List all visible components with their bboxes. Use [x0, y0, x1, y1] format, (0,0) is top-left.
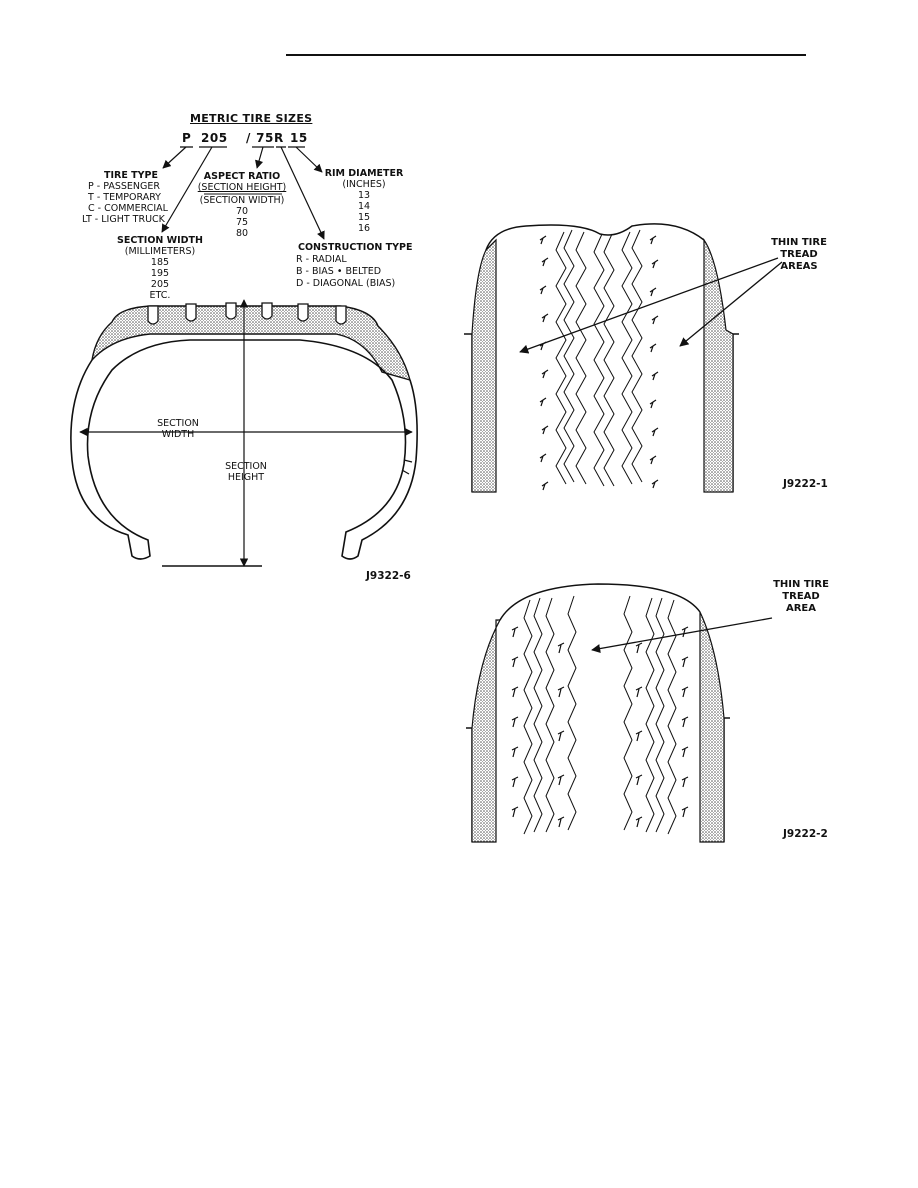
tread-band [90, 305, 411, 382]
code-ratio: 75 [256, 131, 274, 145]
code-rim: 15 [290, 131, 308, 145]
arrow-section-width [161, 146, 213, 233]
tread2-shoulder-left [471, 619, 502, 843]
construction-item: D - DIAGONAL (BIAS) [296, 278, 396, 289]
tire-casing [70, 339, 418, 560]
tread2-figure-id: J9222-2 [783, 828, 828, 840]
metric-title: METRIC TIRE SIZES [190, 112, 313, 125]
tread2-arrow [591, 617, 773, 654]
arrow-tire-type [162, 146, 187, 169]
aspect-ratio-denominator: (SECTION WIDTH) [199, 195, 285, 206]
metric-figure-id: J9322-6 [366, 570, 411, 582]
section-width-label-line: SECTION [157, 418, 199, 429]
aspect-ratio-numerator: (SECTION HEIGHT) [197, 182, 287, 193]
code-r: R [274, 131, 284, 145]
aspect-ratio-item: 70 [235, 206, 249, 217]
arrow-aspect-ratio [255, 146, 264, 169]
section-width-item: 185 [150, 257, 170, 268]
tread1-shoulder-left [471, 238, 497, 493]
tread1-label-line: AREAS [780, 261, 818, 272]
sidewall-marks [401, 459, 413, 475]
section-width-unit: (MILLIMETERS) [124, 246, 196, 257]
tread2-label-line: THIN TIRE [773, 579, 829, 590]
tire-type-item: LT - LIGHT TRUCK [82, 214, 165, 225]
tread1-figure-id: J9222-1 [783, 478, 828, 490]
section-width-item: 195 [150, 268, 170, 279]
tread1-top [485, 223, 705, 251]
tread2-top [499, 583, 701, 621]
arrow-rim-diameter [295, 146, 323, 173]
code-arrows [161, 146, 325, 240]
rim-diameter-unit: (INCHES) [342, 179, 386, 190]
rim-diameter-item: 16 [357, 223, 371, 234]
rim-diameter-item: 15 [357, 212, 371, 223]
rim-diameter-item: 13 [357, 190, 371, 201]
aspect-ratio-item: 75 [235, 217, 249, 228]
aspect-ratio-item: 80 [235, 228, 249, 239]
rim-diameter-heading: RIM DIAMETER [324, 168, 404, 179]
tread-grooves [147, 302, 347, 325]
tread1-grooves [555, 229, 643, 487]
rim-diameter-item: 14 [357, 201, 371, 212]
construction-heading: CONSTRUCTION TYPE [298, 242, 413, 253]
tread2-grooves [523, 595, 677, 835]
aspect-ratio-heading: ASPECT RATIO [203, 171, 281, 182]
code-p: P [182, 131, 192, 145]
tread1-shoulder-right [703, 238, 734, 493]
construction-item: R - RADIAL [296, 254, 347, 265]
tire-type-item: P - PASSENGER [88, 181, 160, 192]
tread2-drawing [466, 583, 773, 843]
code-slash: / [246, 131, 251, 145]
tread1-arrows [519, 257, 783, 354]
tire-type-item: T - TEMPORARY [88, 192, 161, 203]
tread1-drawing [464, 223, 783, 493]
header-rule [286, 54, 806, 56]
tread2-marks [511, 626, 689, 828]
code-width: 205 [201, 131, 228, 145]
tread2-label-line: TREAD [782, 591, 820, 602]
tread1-marks [539, 235, 659, 491]
tread2-label-line: AREA [785, 603, 816, 614]
tread1-label-line: TREAD [780, 249, 818, 260]
tire-type-heading: TIRE TYPE [104, 170, 158, 181]
section-width-item: ETC. [149, 290, 171, 301]
section-width-heading: SECTION WIDTH [117, 235, 203, 246]
tread1-label-line: THIN TIRE [771, 237, 827, 248]
construction-item: B - BIAS • BELTED [296, 266, 382, 277]
tread2-shoulder-right [699, 611, 725, 843]
section-width-item: 205 [150, 279, 170, 290]
tire-type-item: C - COMMERCIAL [88, 203, 168, 214]
tread2-label: THIN TIRE TREAD AREA [766, 579, 836, 615]
tire-cross-section [70, 299, 418, 567]
tread1-label: THIN TIRE TREAD AREAS [764, 237, 834, 273]
arrow-construction [280, 146, 325, 240]
